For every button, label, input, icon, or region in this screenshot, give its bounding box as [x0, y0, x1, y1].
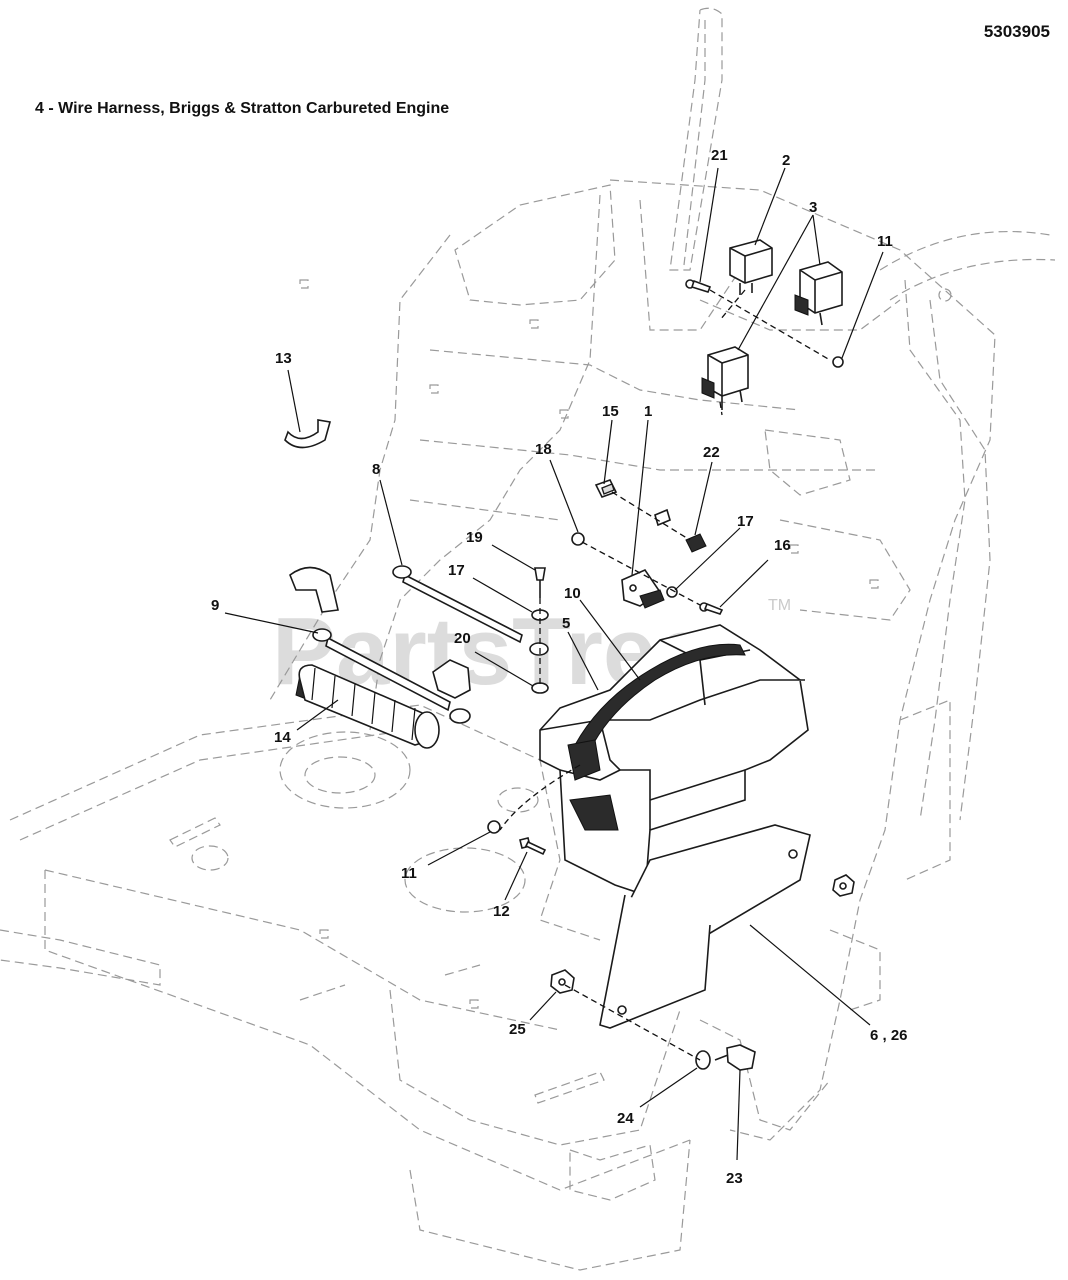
callout-10: 10: [564, 585, 581, 602]
terminal-cover-part-20: [432, 659, 471, 699]
document-number: 5303905: [983, 22, 1050, 41]
callout-22: 22: [703, 444, 720, 461]
callout-25: 25: [509, 1021, 526, 1038]
callout-16: 16: [774, 537, 791, 554]
nut-part-18: [571, 532, 585, 546]
callout-12: 12: [493, 903, 510, 920]
screw-part-21: [685, 279, 712, 293]
callout-11-lower: 11: [401, 865, 417, 882]
screw-part-19: [534, 567, 546, 598]
callout-18: 18: [535, 441, 552, 458]
callout-13: 13: [275, 350, 292, 367]
connector-part-22: [654, 508, 707, 553]
callout-6-26: 6 , 26: [870, 1027, 908, 1044]
callout-3: 3: [809, 199, 817, 216]
callout-24: 24: [617, 1110, 634, 1127]
callout-labels: 21 2 3 11 13 15 1 22 18 8 19 17 17 16 10…: [211, 147, 908, 1187]
callout-21: 21: [711, 147, 728, 164]
bolt-part-23: [714, 1044, 756, 1071]
relay-part-2: [729, 239, 773, 295]
assembly-lines: [499, 289, 831, 1061]
cable-tie-part-13: [284, 419, 332, 449]
nut-part-11-lower: [487, 820, 501, 834]
callout-20: 20: [454, 630, 471, 647]
mounting-plate-part-6-26: [599, 824, 811, 1029]
fuse-holder-part-15: [594, 479, 618, 498]
callout-1: 1: [644, 403, 652, 420]
wire-loom-part-14: [295, 664, 440, 749]
callout-23: 23: [726, 1170, 743, 1187]
bolt-part-12: [519, 837, 547, 856]
nut-part-lower: [531, 682, 549, 694]
terminal-boot-part: [289, 566, 339, 613]
leader-lines: [224, 167, 884, 1161]
circuit-breaker-part-1: [621, 569, 665, 609]
battery-strap-part-10: [567, 643, 746, 831]
callout-17-right: 17: [737, 513, 754, 530]
callout-2: 2: [782, 152, 790, 169]
battery-cable-part-8: [392, 565, 549, 656]
nut-part-11-upper: [832, 356, 844, 368]
nut-part-right: [832, 874, 855, 897]
callout-15: 15: [602, 403, 619, 420]
washer-part-24: [695, 1050, 711, 1070]
callout-5: 5: [562, 615, 570, 632]
nut-part-25: [550, 969, 575, 994]
washer-part-17: [666, 586, 678, 598]
diagram-title: 4 - Wire Harness, Briggs & Stratton Carb…: [35, 100, 450, 117]
callout-19: 19: [466, 529, 483, 546]
callout-8: 8: [372, 461, 380, 478]
bolt-part-16: [699, 602, 724, 615]
callout-9: 9: [211, 597, 219, 614]
battery-cable-part-9: [312, 628, 471, 724]
relay-part-3-lower: [701, 346, 749, 410]
callout-17-left: 17: [448, 562, 465, 579]
callout-11-upper: 11: [877, 233, 893, 250]
callout-14: 14: [274, 729, 291, 746]
watermark-trademark: TM: [768, 597, 791, 614]
relay-part-3-upper: [794, 261, 843, 326]
